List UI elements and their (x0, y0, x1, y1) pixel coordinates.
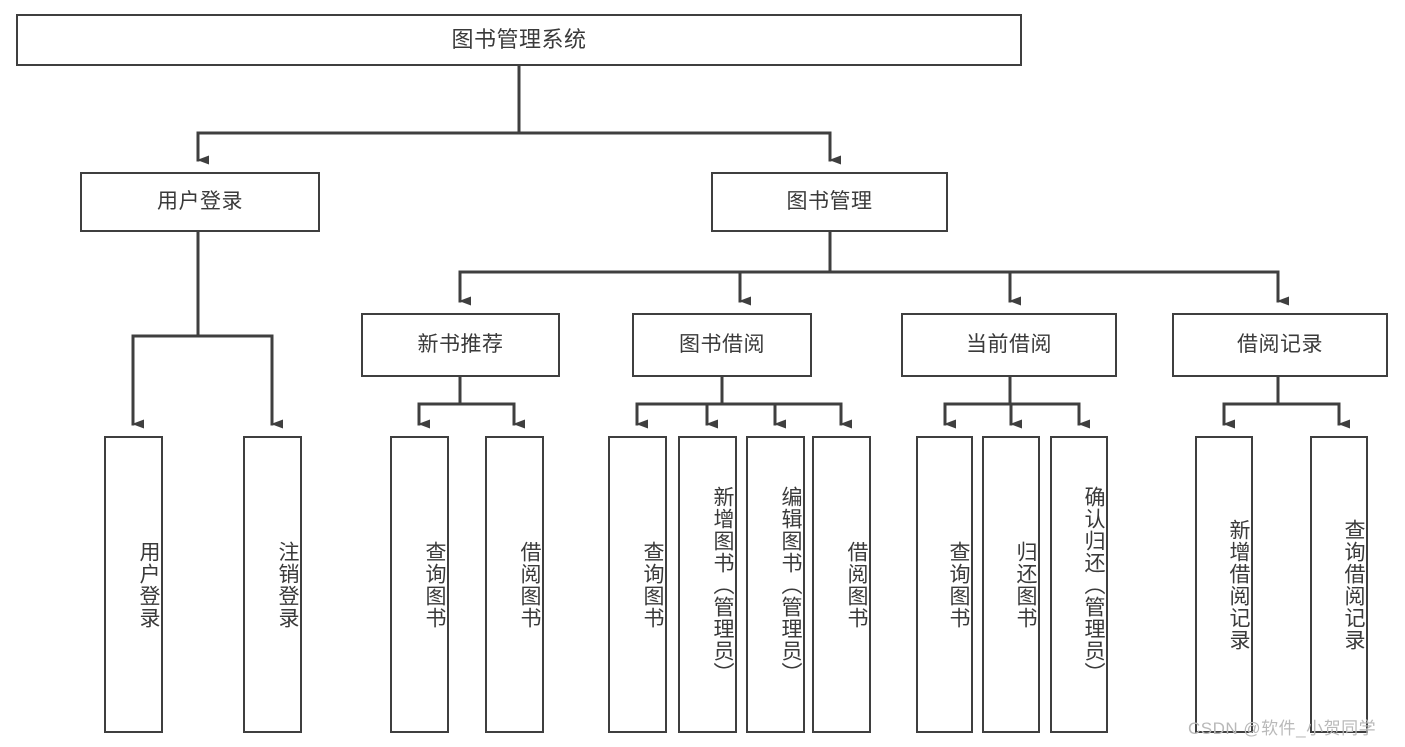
node-new-book-recommend[interactable]: 新书推荐 (361, 313, 560, 377)
node-new-book-recommend-label: 新书推荐 (417, 333, 504, 357)
node-leaf-query-book-3[interactable]: 查询图书 (916, 436, 973, 733)
node-leaf-add-book-label: 新增图书（管理员） (711, 485, 734, 684)
node-book-manage-label: 图书管理 (786, 190, 873, 214)
node-leaf-query-book-2-label: 查询图书 (641, 540, 664, 629)
node-leaf-query-book-1-label: 查询图书 (423, 540, 446, 629)
node-current-borrow[interactable]: 当前借阅 (901, 313, 1117, 377)
node-current-borrow-label: 当前借阅 (966, 333, 1052, 357)
node-leaf-return-book[interactable]: 归还图书 (982, 436, 1040, 733)
node-leaf-return-book-label: 归还图书 (1014, 540, 1037, 629)
node-leaf-borrow-book-1[interactable]: 借阅图书 (485, 436, 544, 733)
node-leaf-query-record-label: 查询借阅记录 (1342, 518, 1365, 651)
node-leaf-query-book-3-label: 查询图书 (947, 540, 970, 629)
node-leaf-add-book[interactable]: 新增图书（管理员） (678, 436, 737, 733)
node-leaf-edit-book[interactable]: 编辑图书（管理员） (746, 436, 805, 733)
node-leaf-confirm-return[interactable]: 确认归还（管理员） (1050, 436, 1108, 733)
node-leaf-user-login-label: 用户登录 (137, 540, 160, 629)
node-leaf-confirm-return-label: 确认归还（管理员） (1082, 485, 1105, 684)
node-leaf-logout-login[interactable]: 注销登录 (243, 436, 302, 733)
node-user-login[interactable]: 用户登录 (80, 172, 320, 232)
node-leaf-query-book-2[interactable]: 查询图书 (608, 436, 667, 733)
node-leaf-logout-login-label: 注销登录 (276, 540, 299, 629)
csdn-watermark: CSDN @软件_小贺同学 (1188, 719, 1377, 738)
node-borrow-record-label: 借阅记录 (1237, 333, 1323, 357)
node-leaf-user-login[interactable]: 用户登录 (104, 436, 163, 733)
node-root-label: 图书管理系统 (451, 26, 587, 52)
node-leaf-add-record[interactable]: 新增借阅记录 (1195, 436, 1253, 733)
node-leaf-query-record[interactable]: 查询借阅记录 (1310, 436, 1368, 733)
node-leaf-borrow-book-2[interactable]: 借阅图书 (812, 436, 871, 733)
node-leaf-borrow-book-1-label: 借阅图书 (518, 540, 541, 629)
node-book-manage[interactable]: 图书管理 (711, 172, 948, 232)
node-leaf-add-record-label: 新增借阅记录 (1227, 518, 1250, 651)
node-book-borrow-label: 图书借阅 (679, 333, 765, 357)
node-leaf-borrow-book-2-label: 借阅图书 (845, 540, 868, 629)
node-book-borrow[interactable]: 图书借阅 (632, 313, 812, 377)
node-leaf-query-book-1[interactable]: 查询图书 (390, 436, 449, 733)
node-root[interactable]: 图书管理系统 (16, 14, 1022, 66)
node-borrow-record[interactable]: 借阅记录 (1172, 313, 1388, 377)
node-user-login-label: 用户登录 (157, 190, 243, 214)
node-leaf-edit-book-label: 编辑图书（管理员） (779, 485, 802, 684)
